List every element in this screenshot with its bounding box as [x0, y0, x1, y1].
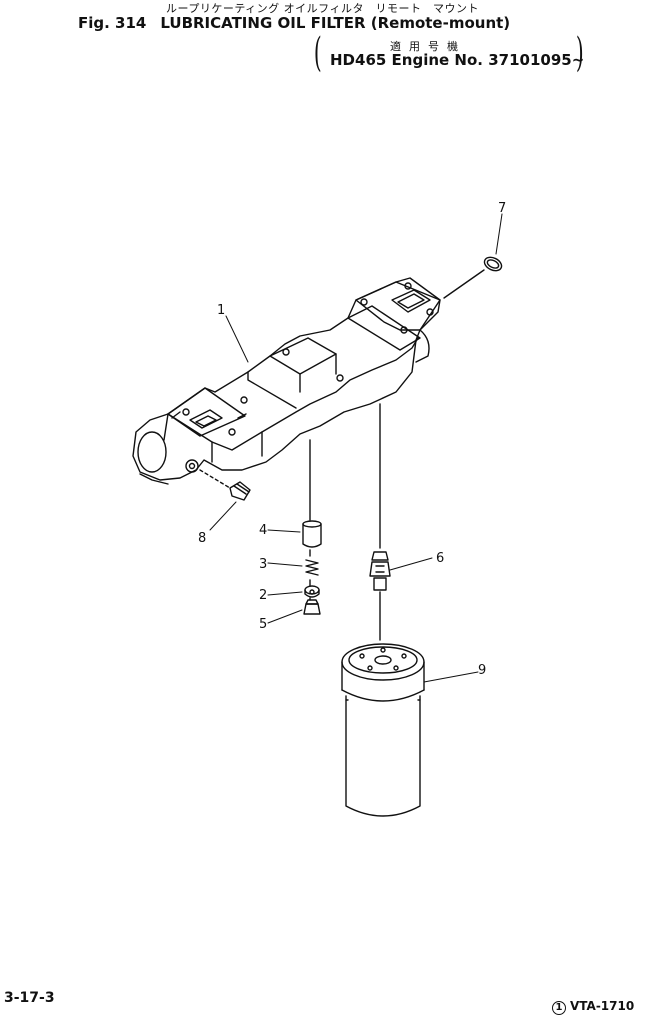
right-paren: ) [575, 30, 584, 76]
o-ring [443, 256, 503, 299]
title-text: LUBRICATING OIL FILTER (Remote-mount) [160, 14, 511, 32]
callout-6: 6 [436, 551, 444, 566]
callout-9: 9 [478, 663, 486, 678]
callout-1: 1 [217, 303, 225, 318]
engine-serial: HD465 Engine No. 37101095~ [330, 51, 585, 69]
valve-stack [302, 439, 322, 615]
side-plug [199, 469, 251, 501]
reference-code: 1 VTA-1710 [552, 999, 634, 1015]
connector-nipple [369, 403, 391, 641]
fig-label: Fig. 314 [78, 14, 147, 32]
left-paren: ( [313, 30, 322, 76]
japanese-title: ループリケーティング オイルフィルタ リモート マウント [166, 2, 479, 15]
callout-5: 5 [259, 617, 267, 632]
figure-title: Fig. 314 LUBRICATING OIL FILTER (Remote-m… [78, 14, 510, 32]
callout-4: 4 [259, 523, 267, 538]
filter-cartridge [341, 643, 425, 817]
callout-3: 3 [259, 557, 267, 572]
callout-2: 2 [259, 588, 267, 603]
callout-8: 8 [198, 531, 206, 546]
callout-7: 7 [498, 201, 506, 216]
filter-head-bracket [132, 277, 441, 485]
revision-circle: 1 [552, 1001, 566, 1015]
ref-code-text: VTA-1710 [570, 999, 635, 1013]
applicability-label: 適用号機 [390, 40, 466, 53]
leader-lines [209, 213, 503, 683]
page-number: 3-17-3 [4, 990, 55, 1006]
